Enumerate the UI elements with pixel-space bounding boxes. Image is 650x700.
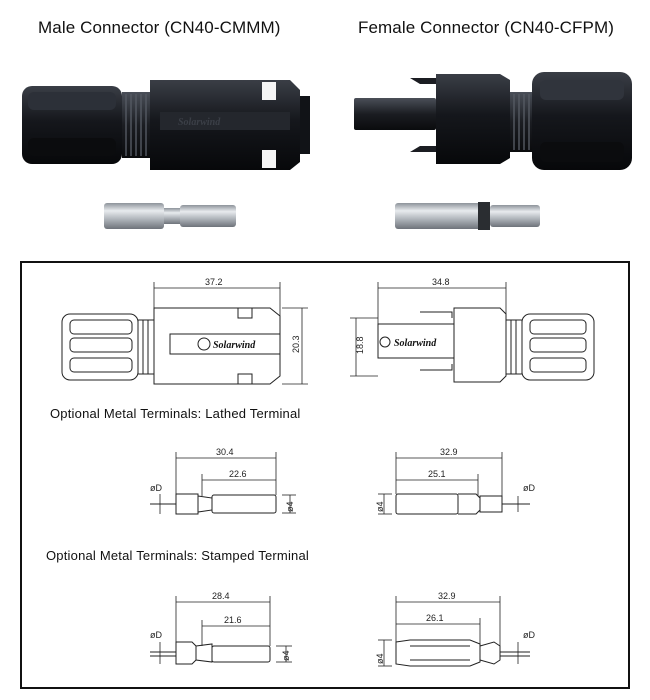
- stamped-female-total-label: 32.9: [438, 591, 456, 601]
- lathed-male-dimension-lines: [159, 452, 296, 514]
- lathed-terminal-heading: Optional Metal Terminals: Lathed Termina…: [50, 406, 301, 421]
- stamped-male-total-label: 28.4: [212, 591, 230, 601]
- stamped-female-diameter-d-label: øD: [523, 630, 535, 640]
- female-drawing-brand-text: Solarwind: [394, 338, 437, 349]
- lathed-female-diameter-d-label: øD: [523, 483, 535, 493]
- stamped-terminal-heading: Optional Metal Terminals: Stamped Termin…: [46, 548, 309, 563]
- stamped-female-dimension-lines: [378, 596, 519, 667]
- stamped-female-inner-label: 26.1: [426, 613, 444, 623]
- stamped-male-diameter-4-label: ø4: [281, 650, 291, 661]
- female-connector-title: Female Connector (CN40-CFPM): [358, 18, 614, 37]
- female-connector-photo: [354, 72, 632, 170]
- male-height-label: 20.3: [291, 335, 301, 353]
- male-terminal-photo: [104, 203, 236, 229]
- male-drawing-brand-text: Solarwind: [213, 340, 256, 351]
- lathed-female-diameter-4-label: ø4: [375, 501, 385, 512]
- lathed-male-diameter-d-label: øD: [150, 483, 162, 493]
- lathed-male-diameter-4-label: ø4: [285, 501, 295, 512]
- lathed-female-inner-label: 25.1: [428, 469, 446, 479]
- stamped-male-dimension-lines: [159, 596, 292, 664]
- lathed-male-total-label: 30.4: [216, 447, 234, 457]
- stamped-female-diameter-4-label: ø4: [375, 653, 385, 664]
- male-connector-title: Male Connector (CN40-CMMM): [38, 18, 281, 37]
- lathed-female-dimension-lines: [378, 452, 519, 515]
- stamped-male-inner-label: 21.6: [224, 615, 242, 625]
- female-length-label: 34.8: [432, 277, 450, 287]
- female-height-label: 18.8: [355, 336, 365, 354]
- lathed-female-terminal-drawing: [395, 493, 530, 515]
- stamped-male-terminal-drawing: [150, 641, 271, 665]
- male-dimension-lines: [153, 282, 308, 385]
- male-connector-drawing: [61, 307, 281, 385]
- female-connector-drawing: [377, 307, 595, 383]
- female-dimension-lines: [350, 282, 507, 377]
- lathed-female-total-label: 32.9: [440, 447, 458, 457]
- female-terminal-photo: [395, 202, 540, 230]
- stamped-male-diameter-d-label: øD: [150, 630, 162, 640]
- technical-drawing-frame: [20, 261, 630, 689]
- lathed-male-terminal-drawing: [150, 493, 277, 515]
- stamped-female-terminal-drawing: [395, 639, 530, 667]
- male-photo-brand-text: Solarwind: [178, 117, 221, 128]
- male-length-label: 37.2: [205, 277, 223, 287]
- male-connector-photo: Solarwind: [22, 80, 310, 170]
- lathed-male-inner-label: 22.6: [229, 469, 247, 479]
